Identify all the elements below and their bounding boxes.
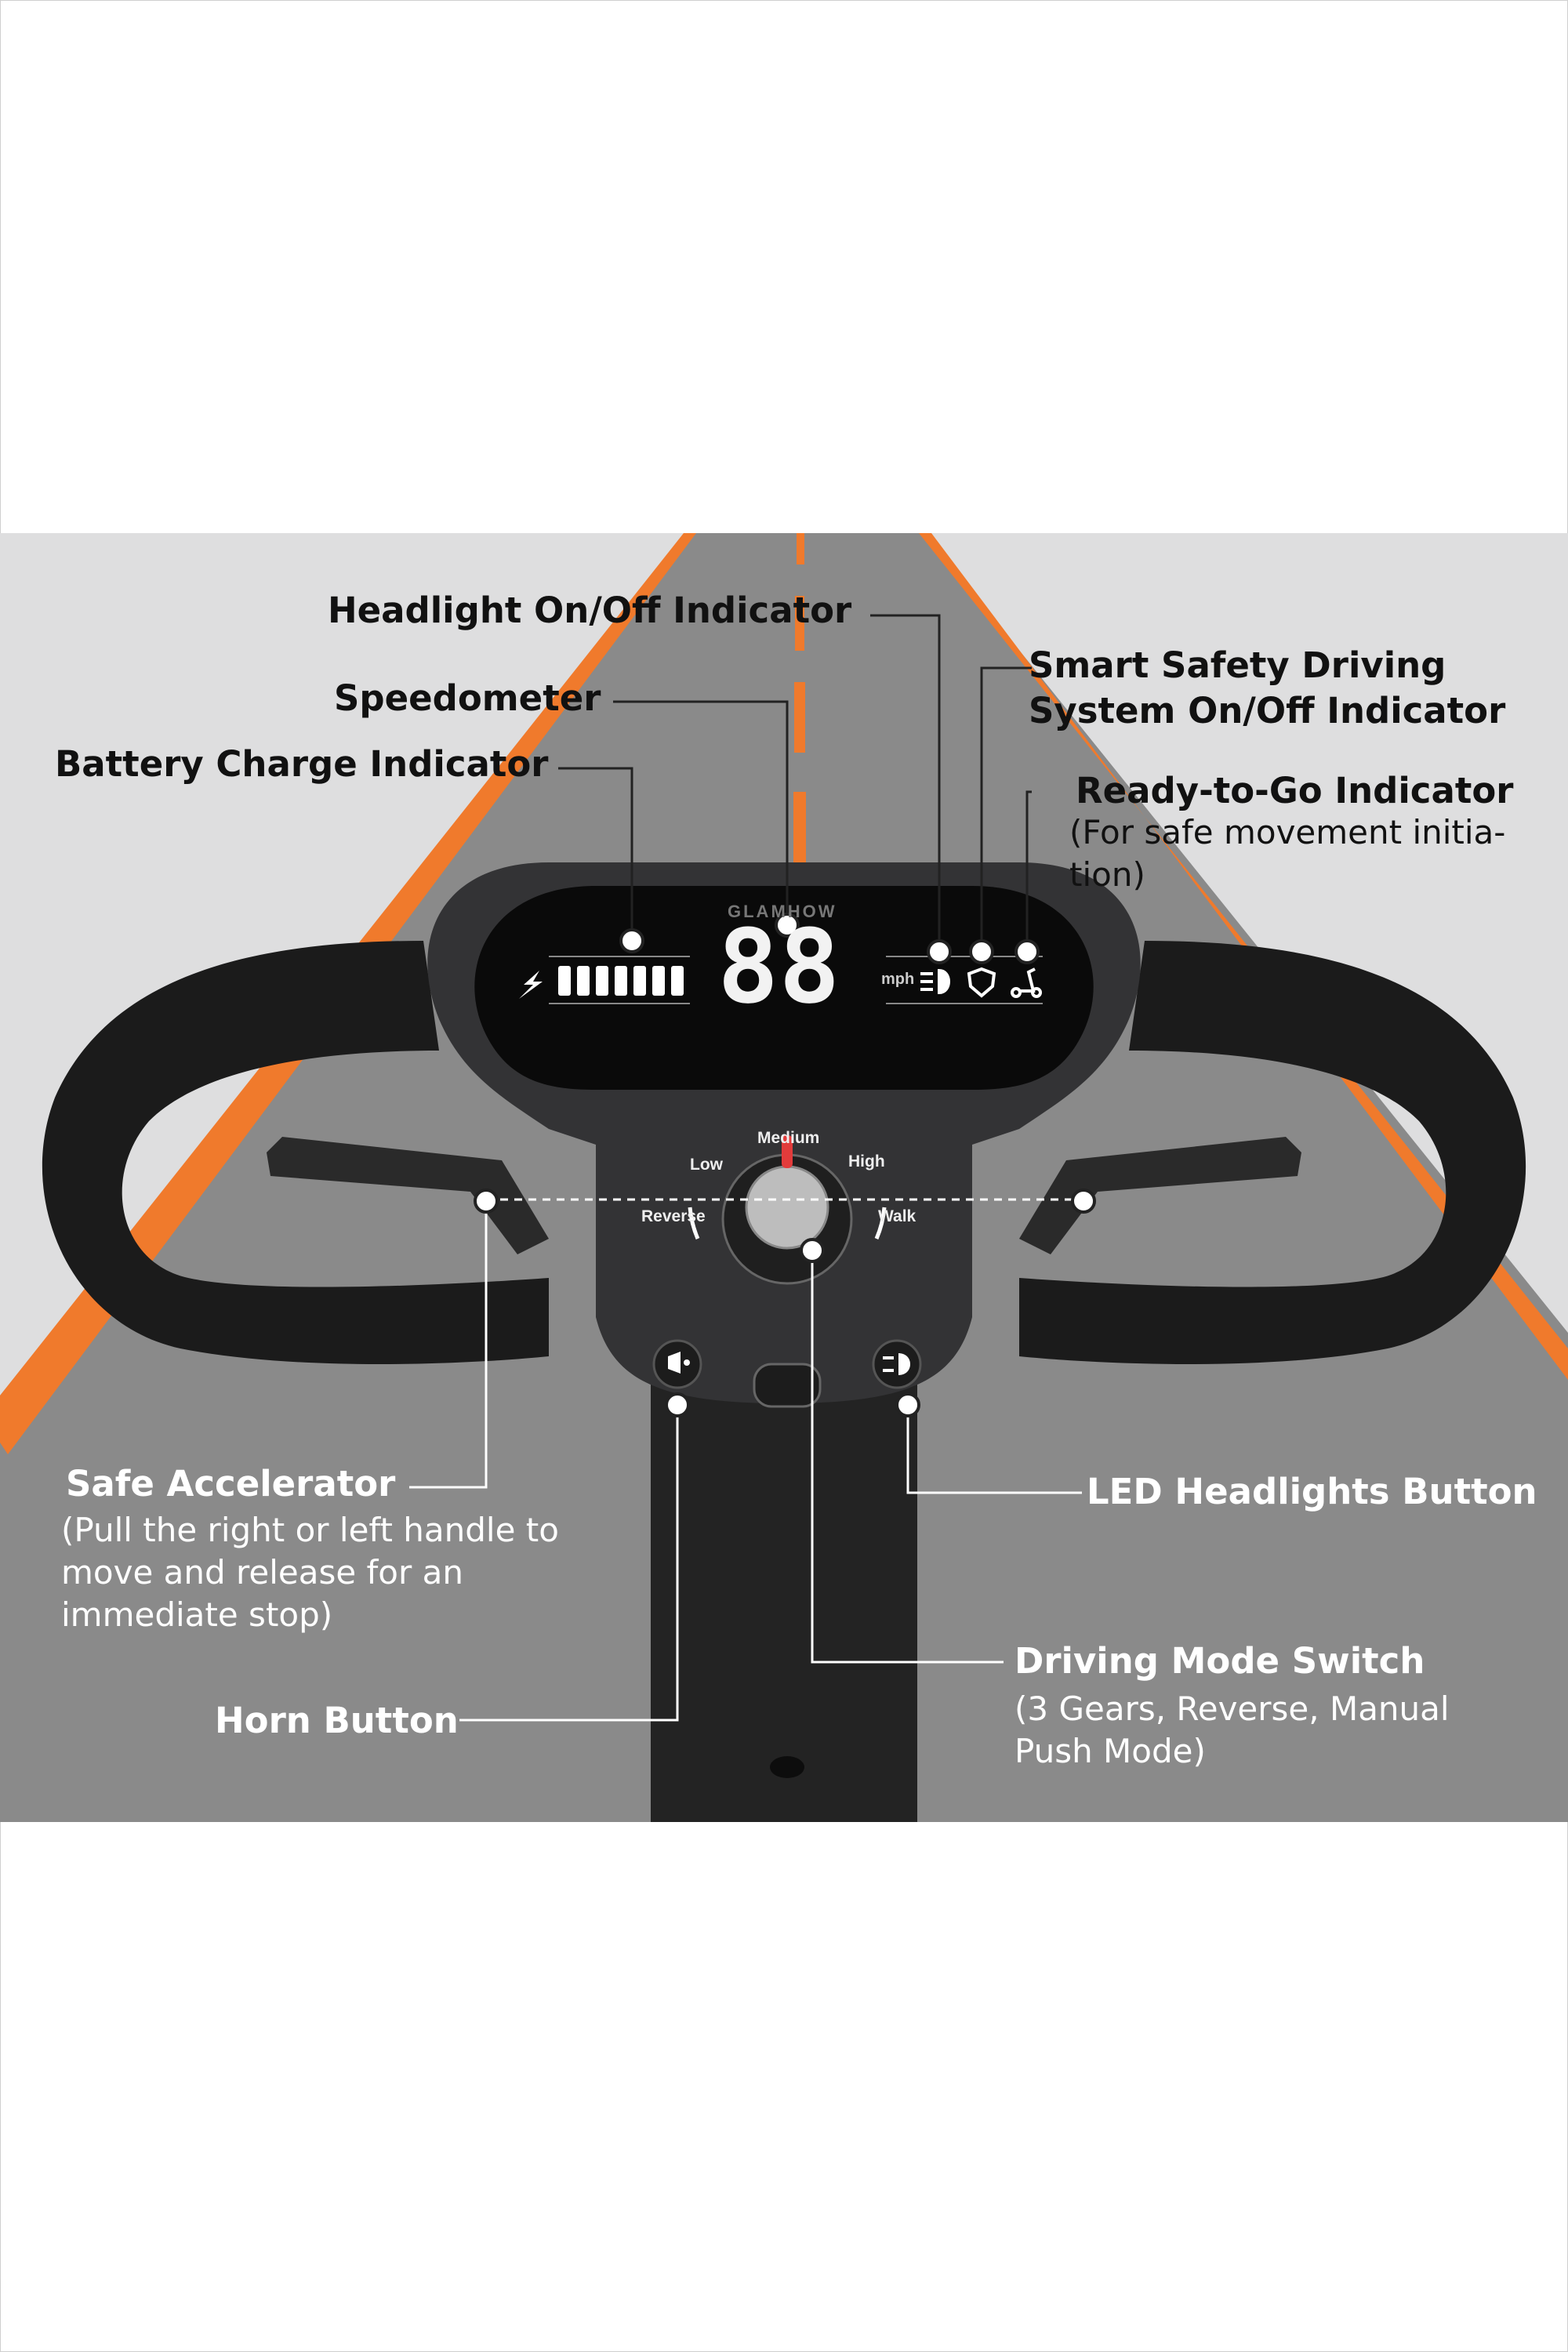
scooter-illustration [0, 533, 1568, 1822]
mode-dial-pointer [782, 1135, 793, 1168]
right-grip [1019, 941, 1526, 1364]
battery-bars [558, 966, 684, 996]
steering-column [651, 1333, 917, 1822]
led-headlight-icon [883, 1353, 910, 1375]
speed-digits: 88 [717, 907, 840, 1026]
shield-icon [967, 967, 996, 998]
lightning-icon [519, 971, 543, 999]
callout-smart-safety-line2: System On/Off Indicator [1029, 690, 1506, 731]
dial-label-reverse: Reverse [641, 1207, 706, 1225]
left-lever [267, 1137, 549, 1254]
dial-label-high: High [848, 1152, 885, 1171]
callout-led-headlights: LED Headlights Button [1087, 1471, 1537, 1512]
callout-safe-accelerator: Safe Accelerator [66, 1463, 396, 1504]
speed-unit: mph [881, 971, 915, 988]
scooter-icon [1011, 967, 1042, 998]
callout-headlight-indicator: Headlight On/Off Indicator [328, 590, 852, 631]
dial-label-low: Low [690, 1156, 723, 1174]
led-headlights-button [872, 1339, 922, 1389]
dial-label-walk: Walk [878, 1207, 916, 1225]
road-center-dashes [793, 533, 806, 878]
mode-dial-knob [745, 1165, 829, 1250]
left-grip [42, 941, 549, 1364]
leader-lines [558, 614, 1032, 949]
callout-speedometer: Speedometer [334, 677, 601, 719]
headlight-icon [920, 968, 950, 995]
callout-horn: Horn Button [215, 1700, 459, 1741]
key-slot [753, 1363, 822, 1408]
horn-icon [668, 1352, 690, 1374]
callout-driving-mode-note: (3 Gears, Reverse, Manual Push Mode) [1014, 1690, 1450, 1770]
callout-battery-indicator: Battery Charge Indicator [55, 743, 549, 785]
callout-markers [474, 913, 1096, 1417]
product-diagram: GLAMHOW 88 mph Low Medium High Reverse W… [0, 533, 1568, 1822]
callout-safe-accelerator-note: (Pull the right or left handle to move a… [61, 1511, 559, 1634]
column-hole [770, 1756, 804, 1778]
callout-ready-to-go: Ready-to-Go Indicator [1076, 770, 1514, 811]
right-lever [1019, 1137, 1301, 1254]
brand-logo: GLAMHOW [728, 902, 837, 921]
dial-label-medium: Medium [757, 1129, 820, 1147]
callout-driving-mode: Driving Mode Switch [1014, 1640, 1425, 1682]
callout-ready-to-go-note: (For safe movement initia-tion) [1069, 813, 1506, 894]
callout-smart-safety-line1: Smart Safety Driving [1029, 644, 1446, 686]
